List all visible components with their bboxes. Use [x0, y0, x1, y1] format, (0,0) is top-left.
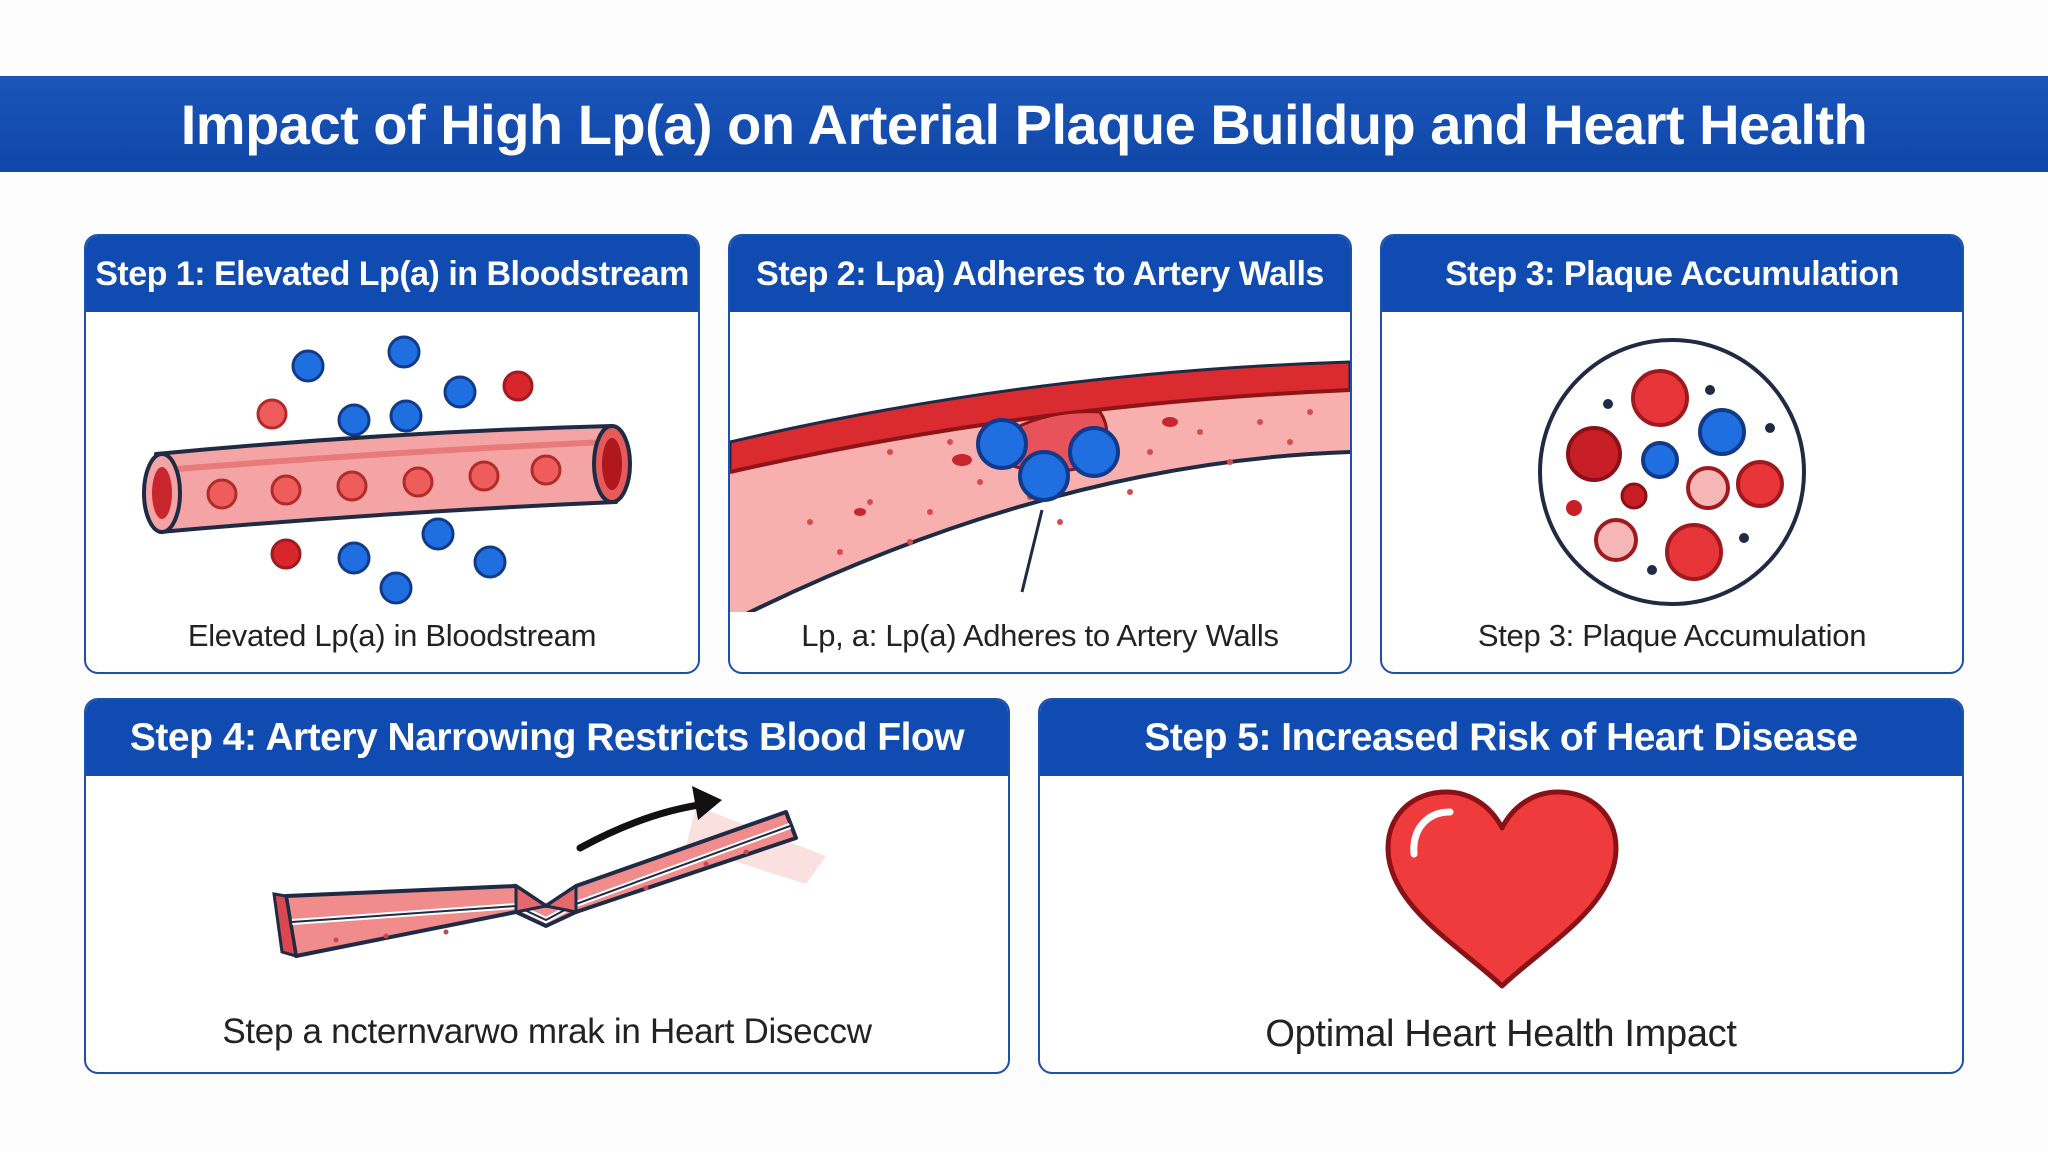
step-3-card: Step 3: Plaque Accumulation Step 3: Plaq… — [1380, 234, 1964, 674]
step-4-card: Step 4: Artery Narrowing Restricts Blood… — [84, 698, 1010, 1074]
step-3-header: Step 3: Plaque Accumulation — [1382, 236, 1962, 312]
step-4-header: Step 4: Artery Narrowing Restricts Blood… — [86, 700, 1008, 776]
step-4-body: Step a ncternvarwo mrak in Heart Diseccw — [86, 776, 1008, 1072]
step-1-body: Elevated Lp(a) in Bloodstream — [86, 312, 698, 672]
step-3-body: Step 3: Plaque Accumulation — [1382, 312, 1962, 672]
artery-wall-icon — [730, 360, 1350, 612]
step-2-body: Lp, a: Lp(a) Adheres to Artery Walls — [730, 312, 1350, 672]
title-banner: Impact of High Lp(a) on Arterial Plaque … — [0, 76, 2048, 172]
plaque-circle-icon — [1538, 338, 1806, 606]
step-4-caption: Step a ncternvarwo mrak in Heart Diseccw — [222, 1012, 872, 1051]
step-5-caption: Optimal Heart Health Impact — [1265, 1013, 1737, 1055]
step-5-card: Step 5: Increased Risk of Heart Disease … — [1038, 698, 1964, 1074]
step-5-header: Step 5: Increased Risk of Heart Disease — [1040, 700, 1962, 776]
step-2-caption: Lp, a: Lp(a) Adheres to Artery Walls — [801, 618, 1279, 653]
narrowed-artery-icon — [272, 786, 826, 959]
step-1-caption: Elevated Lp(a) in Bloodstream — [187, 618, 597, 653]
step-1-card: Step 1: Elevated Lp(a) in Bloodstream — [84, 234, 700, 674]
step-3-caption: Step 3: Plaque Accumulation — [1477, 618, 1867, 653]
page-title: Impact of High Lp(a) on Arterial Plaque … — [180, 92, 1868, 156]
step-2-header: Step 2: Lpa) Adheres to Artery Walls — [730, 236, 1350, 312]
step-1-header: Step 1: Elevated Lp(a) in Bloodstream — [86, 236, 698, 312]
step-5-body: Optimal Heart Health Impact — [1040, 776, 1962, 1072]
flow-arrow-icon — [576, 800, 710, 852]
artery-icon — [142, 335, 632, 605]
heart-icon — [1385, 789, 1619, 989]
step-2-card: Step 2: Lpa) Adheres to Artery Walls — [728, 234, 1352, 674]
